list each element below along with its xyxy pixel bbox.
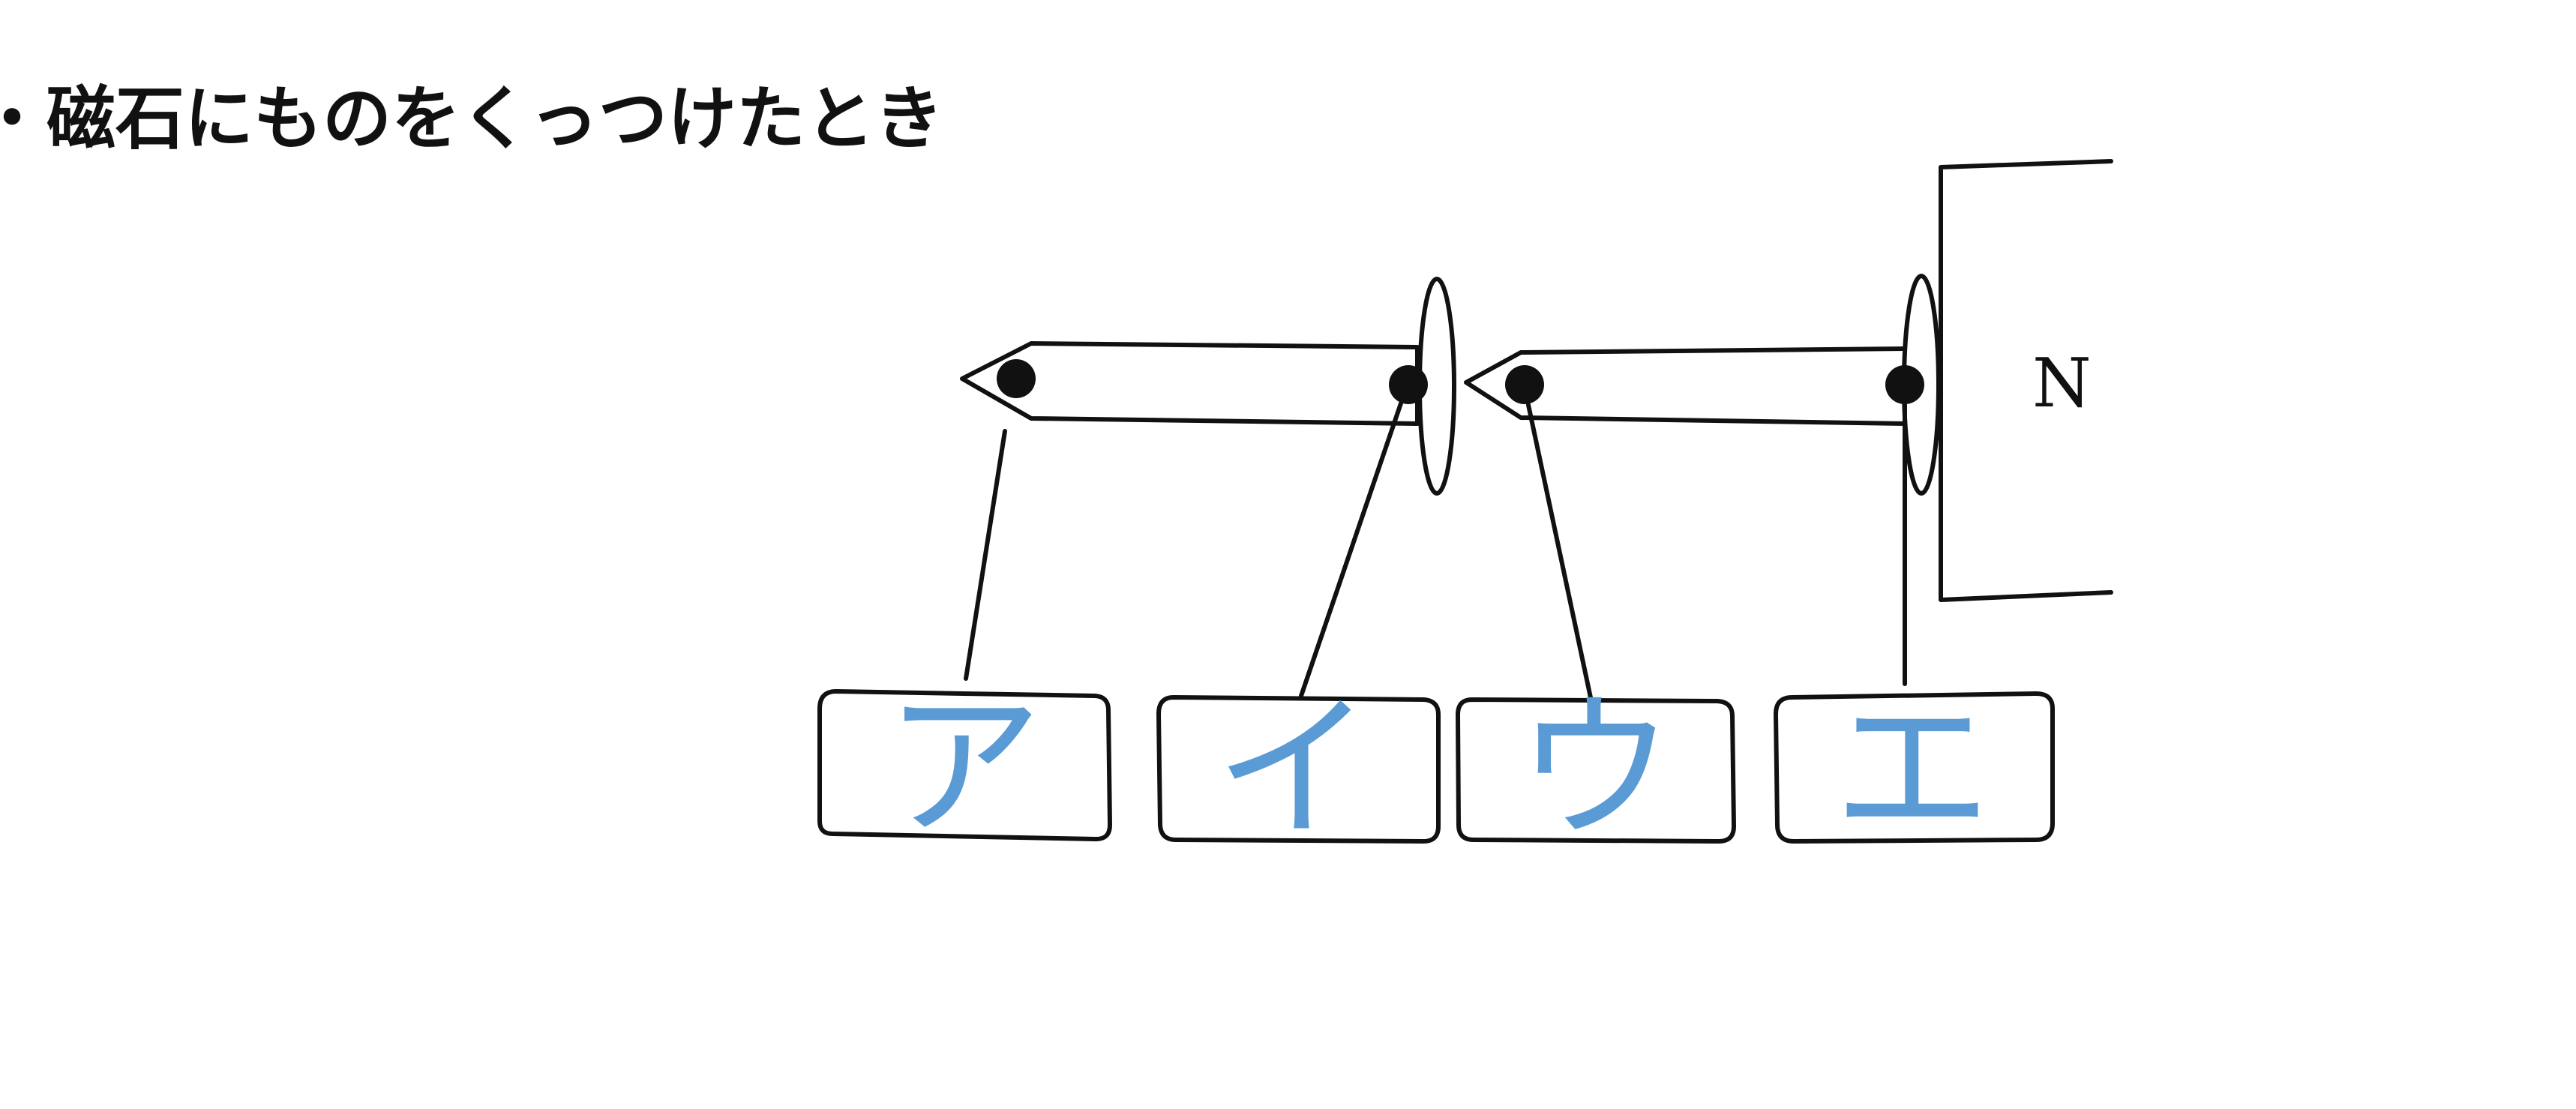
point-i-dot (1389, 365, 1428, 404)
leader-line-i (1299, 401, 1403, 698)
answer-box-a[interactable]: ア (817, 675, 1112, 859)
answer-label-i: イ (1215, 677, 1372, 861)
point-u-dot (1505, 365, 1544, 404)
bar-magnet: N (1939, 159, 2113, 602)
point-a-dot (997, 359, 1036, 398)
leader-line-a (964, 429, 1007, 681)
nail-right (1464, 274, 1941, 496)
leader-line-u (1526, 403, 1594, 703)
answer-box-i[interactable]: イ (1156, 677, 1441, 861)
answer-label-u: ウ (1516, 677, 1674, 861)
answer-box-u[interactable]: ウ (1456, 677, 1736, 861)
point-e-dot (1885, 365, 1924, 404)
answer-box-e[interactable]: エ (1774, 677, 2055, 861)
magnet-pole-label: N (2032, 344, 2092, 423)
answer-label-a: ア (885, 675, 1042, 859)
answer-label-e: エ (1834, 677, 1991, 861)
page-title: ・磁石にものをくっつけたとき (0, 79, 943, 159)
